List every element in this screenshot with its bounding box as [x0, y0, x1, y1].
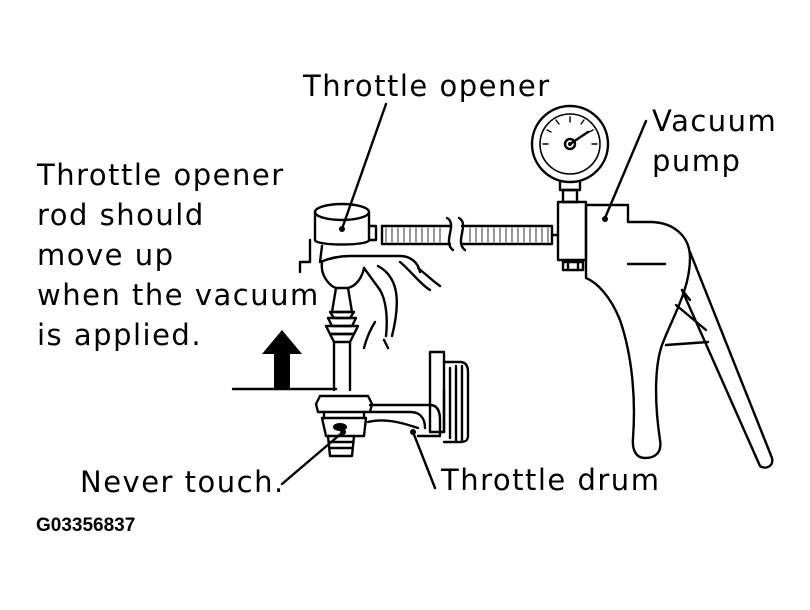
throttle-opener — [298, 202, 442, 392]
instruction-line-2: rod should — [37, 198, 205, 232]
vacuum-gauge — [530, 104, 610, 204]
never-touch-leader — [280, 430, 345, 486]
vacuum-hose — [380, 216, 560, 252]
instruction-line-4: when the vacuum — [37, 278, 320, 312]
instruction-line-5: is applied. — [37, 318, 203, 352]
gauge-pivot-dot — [568, 142, 572, 146]
vacuum-pump-body — [556, 200, 774, 469]
throttle-drum — [428, 350, 470, 444]
throttle-drum-leader — [411, 430, 437, 490]
vacuum-pump-label-line2: pump — [652, 144, 742, 178]
instruction-line-1: Throttle opener — [37, 158, 285, 192]
throttle-drum-label: Throttle drum — [441, 463, 661, 497]
vacuum-pump-label-line1: Vacuum — [652, 104, 778, 138]
throttle-opener-leader — [341, 102, 388, 228]
never-touch-label: Never touch. — [80, 465, 285, 499]
figure-code: G03356837 — [36, 515, 136, 536]
throttle-opener-label: Throttle opener — [303, 69, 551, 103]
instruction-line-3: move up — [37, 238, 175, 272]
arrow-up-icon — [262, 330, 302, 388]
adjust-screw-head — [333, 423, 347, 431]
vacuum-pump-leader — [603, 119, 648, 220]
